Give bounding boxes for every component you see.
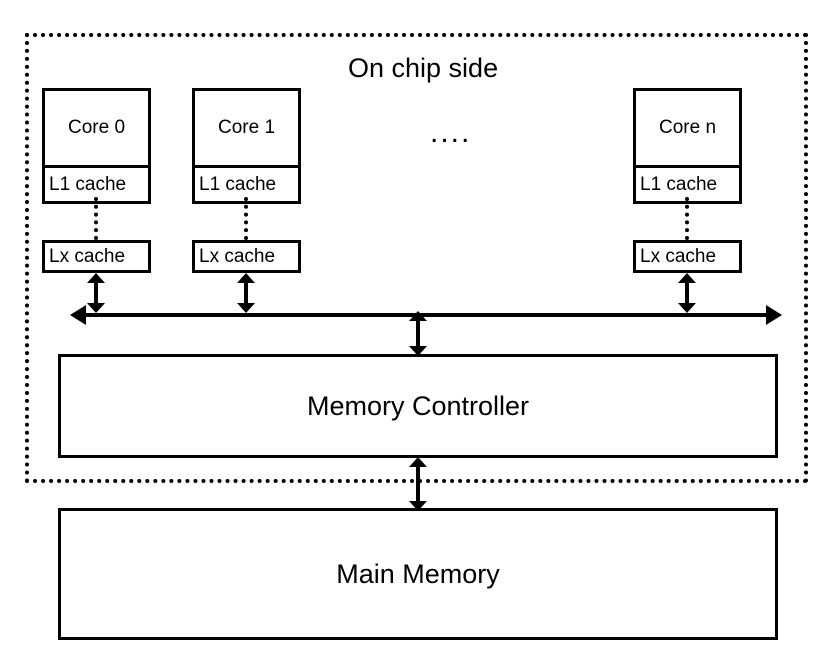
core-label-0: Core 0 <box>67 117 126 138</box>
cache-level-dots-1 <box>244 197 248 240</box>
core-column-n: Core n L1 cache <box>633 88 742 204</box>
arrow-shaft <box>416 317 420 350</box>
arrow-memory-controller-to-main-memory <box>407 457 429 511</box>
arrow-head-up-icon <box>237 273 255 283</box>
lx-cache-n: Lx cache <box>633 240 742 273</box>
arrow-head-up-icon <box>409 311 427 321</box>
arrow-head-up-icon <box>409 457 427 467</box>
l1-cache-1: L1 cache <box>195 165 298 201</box>
core-unit-1: Core 1 L1 cache <box>192 88 301 204</box>
cache-level-dots-n <box>685 197 689 240</box>
arrow-bus-to-memory-controller <box>407 311 429 356</box>
on-chip-side-title: On chip side <box>348 53 499 83</box>
arrow-shaft <box>416 463 420 505</box>
arrow-head-down-icon <box>678 303 696 313</box>
arrow-head-down-icon <box>237 303 255 313</box>
l1-cache-n: L1 cache <box>636 165 739 201</box>
arrow-lxn-to-bus <box>676 273 698 313</box>
core-unit-0: Core 0 L1 cache <box>42 88 151 204</box>
core-unit-n: Core n L1 cache <box>633 88 742 204</box>
arrow-head-up-icon <box>678 273 696 283</box>
arrow-lx1-to-bus <box>235 273 257 313</box>
arrow-shaft <box>244 279 248 307</box>
core-column-0: Core 0 L1 cache <box>42 88 151 204</box>
arrow-shaft <box>685 279 689 307</box>
lx-cache-1: Lx cache <box>192 240 301 273</box>
arrow-head-up-icon <box>87 273 105 283</box>
cache-level-dots-0 <box>94 197 98 240</box>
l1-cache-0: L1 cache <box>45 165 148 201</box>
bus-arrow-left-icon <box>70 305 86 325</box>
main-memory-block: Main Memory <box>58 508 778 640</box>
lx-cache-0: Lx cache <box>42 240 151 273</box>
memory-controller-block: Memory Controller <box>58 354 778 458</box>
arrow-shaft <box>94 279 98 307</box>
arrow-lx0-to-bus <box>85 273 107 313</box>
cores-ellipsis: .... <box>430 116 472 149</box>
bus-arrow-right-icon <box>766 305 782 325</box>
arrow-head-down-icon <box>87 303 105 313</box>
core-column-1: Core 1 L1 cache <box>192 88 301 204</box>
arrow-head-down-icon <box>409 346 427 356</box>
core-label-n: Core n <box>658 117 717 138</box>
arrow-head-down-icon <box>409 501 427 511</box>
core-label-1: Core 1 <box>217 117 276 138</box>
